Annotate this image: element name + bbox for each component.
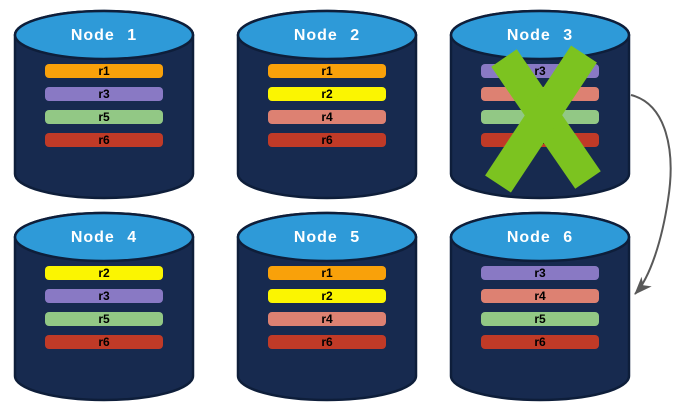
cylinder-top xyxy=(13,211,195,263)
replica-bar-r6: r6 xyxy=(45,335,163,349)
replica-bar-r4: r4 xyxy=(268,110,386,124)
replica-bar-r4: r4 xyxy=(481,289,599,303)
replica-bar-r3: r3 xyxy=(45,87,163,101)
node-4: Node 4 r2 r3 r5 r6 xyxy=(12,210,196,402)
replica-bar-list: r2 r3 r5 r6 xyxy=(45,266,163,358)
replica-bar-r5: r5 xyxy=(481,312,599,326)
node-title: Node 1 xyxy=(70,27,138,44)
replica-bar-r1: r1 xyxy=(45,64,163,78)
database-cylinder-icon xyxy=(449,211,631,402)
replica-bar-list: r1 r2 r4 r6 xyxy=(268,64,386,156)
database-cylinder-icon xyxy=(13,211,195,402)
replica-bar-list: r1 r2 r4 r6 xyxy=(268,266,386,358)
replica-bar-r6: r6 xyxy=(268,335,386,349)
replica-bar-r5: r5 xyxy=(45,110,163,124)
replica-bar-list: r1 r3 r5 r6 xyxy=(45,64,163,156)
replica-bar-list: r3 r4 r5 r6 xyxy=(481,266,599,358)
node-2: Node 2 r1 r2 r4 r6 xyxy=(235,8,419,200)
replica-bar-r2: r2 xyxy=(268,289,386,303)
node-title: Node 2 xyxy=(293,27,361,44)
node-title: Node 4 xyxy=(70,229,138,246)
replica-bar-r6: r6 xyxy=(481,335,599,349)
replica-bar-r2: r2 xyxy=(45,266,163,280)
replica-bar-r4: r4 xyxy=(268,312,386,326)
database-cylinder-icon xyxy=(236,9,418,200)
replica-bar-r1: r1 xyxy=(268,64,386,78)
replica-bar-r1: r1 xyxy=(268,266,386,280)
replica-bar-r6: r6 xyxy=(268,133,386,147)
cylinder-top xyxy=(236,211,418,263)
cylinder-top xyxy=(449,9,631,61)
failure-x-icon xyxy=(485,45,601,193)
database-cylinder-icon xyxy=(236,211,418,402)
replica-bar-r3: r3 xyxy=(481,266,599,280)
database-cylinder-icon xyxy=(13,9,195,200)
node-title: Node 3 xyxy=(506,27,574,44)
replica-bar-r3: r3 xyxy=(45,289,163,303)
replica-bar-r6: r6 xyxy=(45,133,163,147)
node-1: Node 1 r1 r3 r5 r6 xyxy=(12,8,196,200)
cylinder-top xyxy=(449,211,631,263)
replication-arrow-path xyxy=(630,94,672,295)
replica-bar-r5: r5 xyxy=(45,312,163,326)
cylinder-top xyxy=(13,9,195,61)
node-title: Node 6 xyxy=(506,229,574,246)
cylinder-top xyxy=(236,9,418,61)
node-6: Node 6 r3 r4 r5 r6 xyxy=(448,210,632,402)
node-5: Node 5 r1 r2 r4 r6 xyxy=(235,210,419,402)
node-title: Node 5 xyxy=(293,229,361,246)
replica-bar-r2: r2 xyxy=(268,87,386,101)
